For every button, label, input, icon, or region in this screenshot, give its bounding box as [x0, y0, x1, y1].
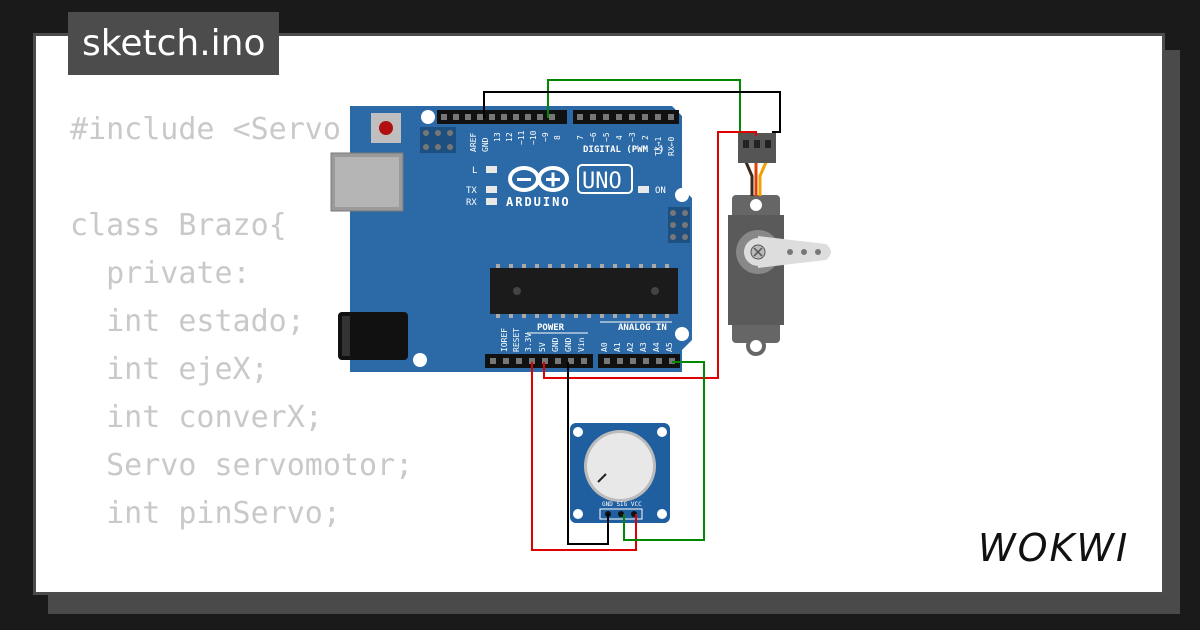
led-l-label: L — [472, 166, 477, 176]
pin-label: TX→1 — [654, 137, 663, 156]
pin-label: A0 — [600, 342, 609, 352]
pin-label: A1 — [613, 342, 622, 352]
pin-label: IOREF — [500, 328, 509, 352]
board-model: UNO — [582, 169, 622, 194]
pin-label: ~3 — [628, 132, 637, 142]
code-line: int converX; — [70, 400, 323, 435]
pin-label: RX←0 — [667, 137, 676, 156]
pin-label: A4 — [652, 342, 661, 352]
led-l — [486, 166, 497, 173]
led-tx-label: TX — [466, 186, 477, 196]
pin-label: ~11 — [517, 130, 526, 145]
power-header — [485, 354, 593, 368]
pin-label: ~6 — [589, 132, 598, 142]
pin-label: 5V — [538, 342, 547, 352]
pin-label: 7 — [576, 135, 585, 140]
code-preview: #include <Servo class Brazo{ private: int… — [70, 106, 414, 592]
pin-label: ~5 — [602, 132, 611, 142]
wire-black-servo-gnd[interactable] — [483, 91, 781, 133]
led-rx-label: RX — [466, 198, 477, 208]
power-label: POWER — [537, 323, 565, 333]
wire-green-servo-signal[interactable] — [547, 79, 741, 134]
led-on-label: ON — [655, 186, 666, 196]
analog-label: ANALOG IN — [618, 323, 667, 333]
led-rx — [486, 198, 497, 205]
power-jack — [338, 312, 408, 360]
pot-pin-labels: GND SIG VCC — [602, 501, 642, 508]
atmega-chip — [490, 268, 678, 314]
code-line: int estado; — [70, 304, 305, 339]
pin-label: Vin — [577, 337, 586, 352]
code-line: int ejeX; — [70, 352, 269, 387]
wokwi-logo: WOKWI — [978, 526, 1130, 570]
pin-label: 12 — [505, 132, 514, 142]
board-brand: ARDUINO — [506, 195, 571, 209]
pin-label: A3 — [639, 342, 648, 352]
pin-label: 3.3V — [524, 333, 533, 352]
digital-header-low — [573, 110, 679, 124]
pin-label: AREF — [469, 133, 478, 152]
pin-label: 2 — [641, 135, 650, 140]
digital-label: DIGITAL (PWM ~) — [583, 145, 664, 155]
servo-horn — [758, 236, 831, 268]
arduino-uno-board[interactable]: AREF GND 13 12 ~11 ~10 ~9 8 7 ~6 ~5 4 ~3… — [330, 106, 692, 372]
pin-label: 13 — [493, 132, 502, 142]
code-line: #include <Servo — [70, 112, 341, 147]
pin-label: ~9 — [541, 132, 550, 142]
analog-header — [598, 354, 680, 368]
pot-knob[interactable] — [587, 433, 653, 499]
wire-red-pot-vcc[interactable] — [531, 362, 637, 551]
wire-green-pot-signal[interactable] — [623, 361, 705, 541]
pin-label: ~10 — [529, 130, 538, 145]
arduino-infinity-icon — [508, 166, 569, 192]
code-line: int pinServo; — [70, 496, 341, 531]
led-tx — [486, 186, 497, 193]
pin-label: GND — [481, 137, 490, 152]
pin-label: GND — [551, 337, 560, 352]
code-line: Servo servomotor; — [70, 448, 414, 483]
wire-black-pot-gnd[interactable] — [567, 362, 609, 545]
pin-label: RESET — [512, 328, 521, 352]
code-line: private: — [70, 256, 251, 291]
servo-motor[interactable] — [728, 133, 831, 356]
pin-label: 8 — [553, 135, 562, 140]
filename-tab: sketch.ino — [68, 12, 280, 75]
pin-label: 4 — [615, 135, 624, 140]
potentiometer[interactable]: GND SIG VCC — [570, 423, 670, 523]
wire-red-servo-vcc[interactable] — [543, 131, 757, 379]
pin-label: A2 — [626, 342, 635, 352]
code-line: class Brazo{ — [70, 208, 287, 243]
led-on — [638, 186, 649, 193]
pin-label: A5 — [665, 342, 674, 352]
pin-label: GND — [564, 337, 573, 352]
